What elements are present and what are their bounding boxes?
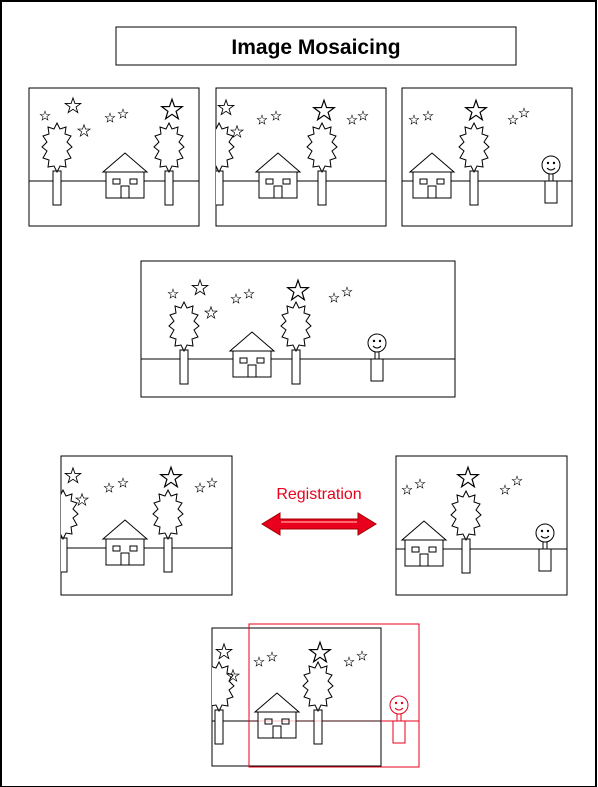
aligned-overlap-composite [211, 623, 420, 768]
page-title: Image Mosaicing [231, 36, 400, 59]
stitched-mosaic [140, 260, 456, 398]
title-box: Image Mosaicing [115, 26, 517, 66]
registration-label: Registration [276, 486, 361, 503]
overlay-frame [248, 623, 420, 768]
input-image-left [28, 87, 200, 227]
input-image-right [401, 87, 573, 227]
registration-source-image [60, 455, 233, 596]
smiley-person-icon [389, 695, 409, 744]
double-arrow-icon [261, 512, 377, 536]
registration-target-image [395, 455, 568, 596]
input-image-middle [215, 87, 387, 227]
overlay-image [381, 695, 419, 744]
